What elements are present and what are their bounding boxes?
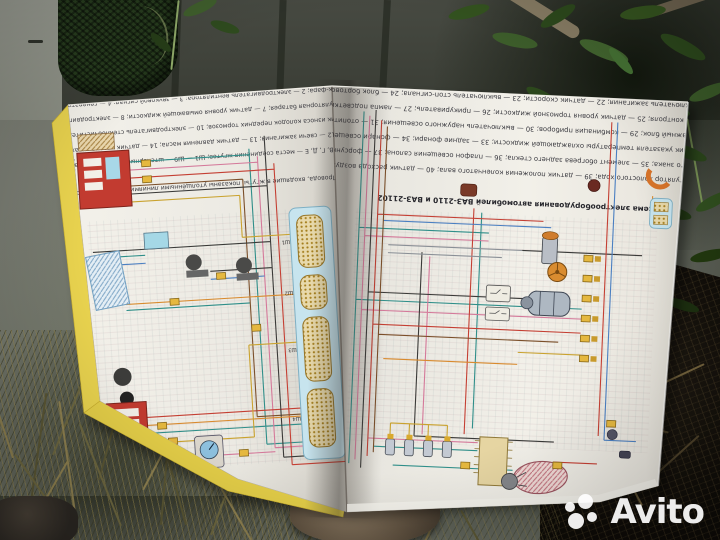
sensor-plug xyxy=(460,179,601,197)
ecu-connector xyxy=(473,436,513,487)
hatched-box xyxy=(77,132,116,152)
sensor-plug xyxy=(619,450,631,459)
connector xyxy=(141,175,153,184)
ignition-coil xyxy=(541,231,559,265)
wiper-motor xyxy=(185,254,209,278)
connector xyxy=(238,448,250,457)
wiper-motor xyxy=(235,257,259,281)
corner-rock xyxy=(0,496,78,540)
fuse-relay-box xyxy=(68,145,133,210)
connector-panel xyxy=(649,197,673,230)
spine-crease xyxy=(331,85,348,513)
rubber-mat xyxy=(58,0,178,96)
starter-motor xyxy=(520,290,571,317)
injector xyxy=(441,436,453,458)
injector xyxy=(403,434,415,457)
injector xyxy=(384,433,396,456)
connector-column xyxy=(578,254,601,363)
avito-logo-icon xyxy=(565,494,601,530)
stone-crack xyxy=(28,40,43,43)
page-right-edge xyxy=(657,101,689,487)
sensor-plug xyxy=(606,429,618,440)
page-bottom-curl xyxy=(347,479,658,512)
connector xyxy=(552,461,563,470)
generator xyxy=(501,460,568,495)
fan-motor xyxy=(143,231,170,250)
watermark-label: Avito xyxy=(610,492,705,532)
connector xyxy=(606,419,617,428)
relay xyxy=(484,306,510,322)
connector xyxy=(460,461,471,470)
injector xyxy=(422,435,434,458)
svg-text:Ш1: Ш1 xyxy=(281,238,290,245)
connector xyxy=(140,159,152,168)
connector xyxy=(251,323,262,332)
radiator xyxy=(85,250,131,312)
connector xyxy=(215,272,227,280)
page-top-edge xyxy=(67,85,689,106)
connector xyxy=(169,297,180,306)
svg-text:Ш4: Ш4 xyxy=(292,415,301,422)
hose-clamp xyxy=(645,168,671,190)
avito-watermark: Avito xyxy=(565,492,705,532)
svg-text:Ш3: Ш3 xyxy=(288,346,297,353)
connector xyxy=(157,421,168,430)
svg-text:Ш2: Ш2 xyxy=(285,289,294,296)
spine-fold-shade xyxy=(304,79,392,519)
relay xyxy=(485,284,511,303)
distributor xyxy=(547,262,568,283)
horn xyxy=(113,367,132,386)
